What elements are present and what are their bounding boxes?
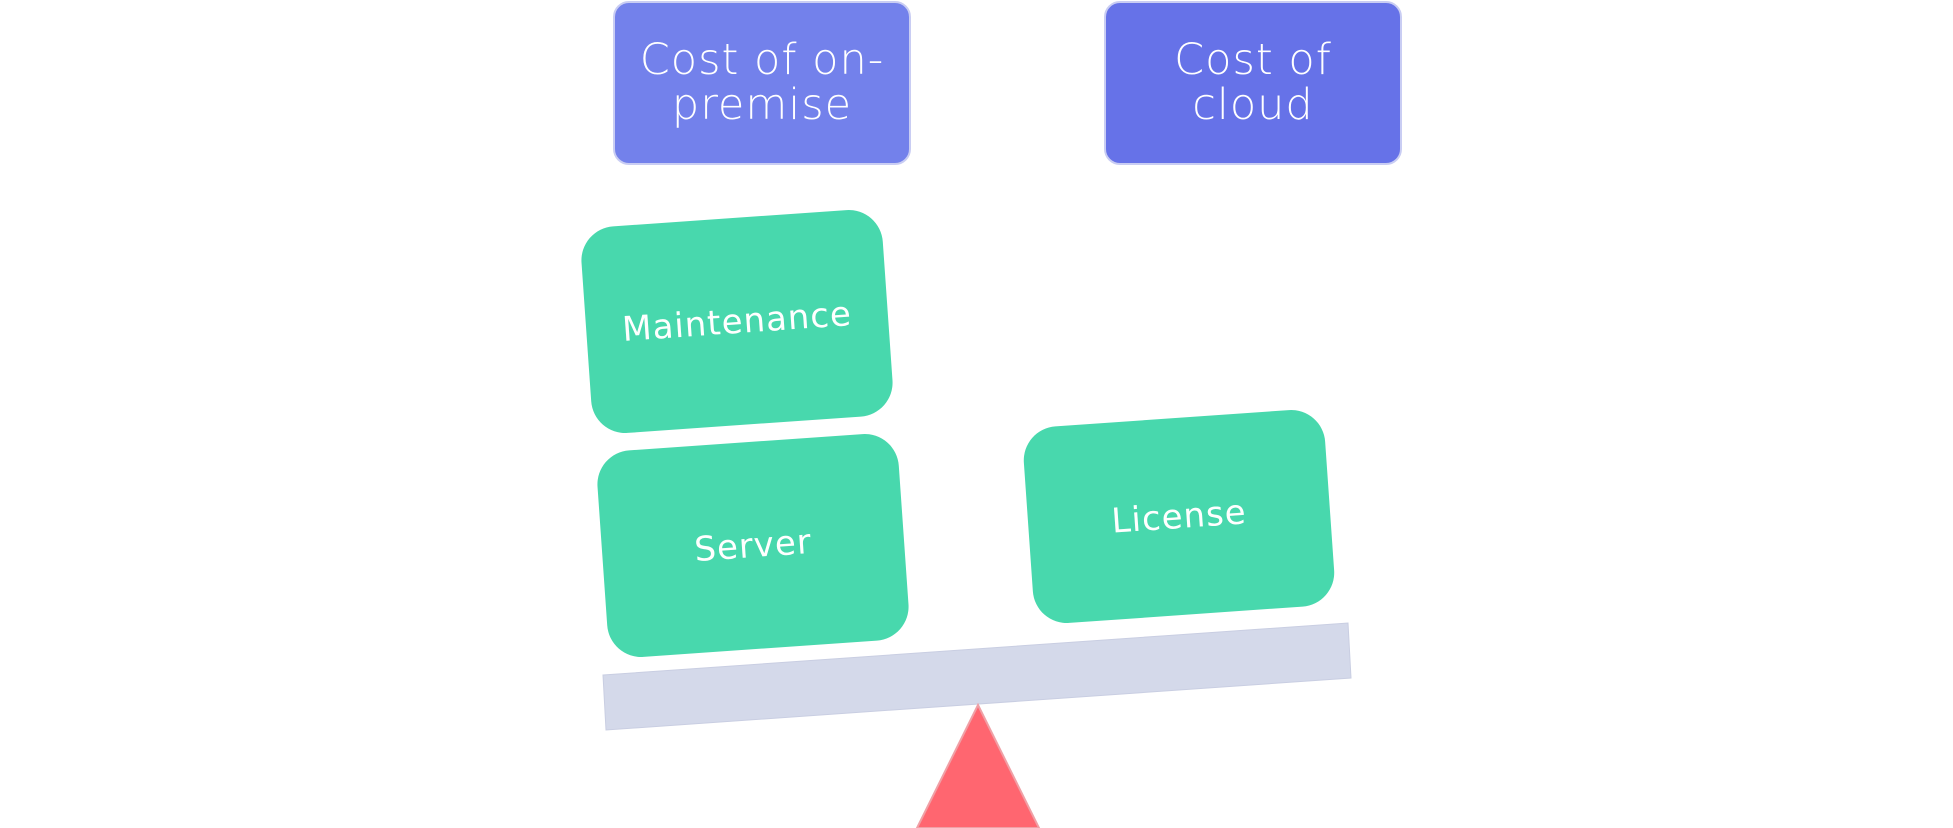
cloud-cost-header: Cost of cloud — [1104, 1, 1402, 165]
maintenance-label: Maintenance — [620, 293, 854, 350]
server-weight-block: Server — [595, 431, 911, 660]
fulcrum-triangle — [915, 702, 1041, 828]
license-label: License — [1110, 491, 1248, 542]
seesaw-beam — [602, 622, 1352, 731]
on-premise-cost-header: Cost of on-premise — [613, 1, 911, 165]
on-premise-cost-label: Cost of on-premise — [639, 35, 885, 130]
license-weight-block: License — [1021, 407, 1337, 626]
maintenance-weight-block: Maintenance — [579, 207, 895, 436]
server-label: Server — [692, 521, 814, 570]
cloud-cost-label: Cost of cloud — [1174, 35, 1332, 130]
